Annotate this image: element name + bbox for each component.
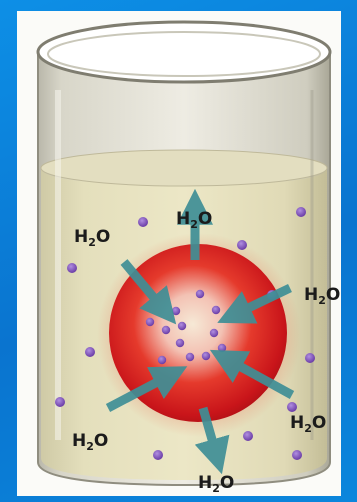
water-molecule-dot (157, 355, 167, 365)
water-molecule-dot (209, 328, 219, 338)
water-molecule-dot (185, 352, 195, 362)
hydration-arrow (120, 259, 177, 325)
hydration-arrows (105, 188, 295, 475)
water-molecule-dot (237, 240, 247, 250)
water-molecule-dot (287, 402, 297, 412)
water-molecule-dot (217, 343, 227, 353)
water-molecule-dot (153, 450, 163, 460)
beaker-rim (36, 20, 332, 84)
h2o-label: H2O (304, 285, 340, 307)
water-molecule-dot (67, 263, 77, 273)
hydration-arrow (209, 349, 295, 399)
h2o-label: H2O (74, 227, 110, 249)
liquid-surface (40, 149, 328, 187)
water-molecule-dot (201, 351, 211, 361)
water-molecule-dot (175, 338, 185, 348)
water-molecule-dot (177, 321, 187, 331)
water-molecule-dot (296, 207, 306, 217)
h2o-label: H2O (176, 209, 212, 231)
water-molecule-dot (292, 450, 302, 460)
hydration-arrow (194, 406, 230, 475)
water-molecule-dot (161, 325, 171, 335)
water-molecule-dot (85, 347, 95, 357)
water-molecule-dot (171, 306, 181, 316)
hydration-arrow (217, 283, 292, 324)
water-molecule-dot (243, 431, 253, 441)
h2o-label: H2O (198, 473, 234, 495)
water-molecule-dot (305, 353, 315, 363)
water-molecule-dot (195, 289, 205, 299)
water-molecule-dot (55, 397, 65, 407)
molecule-labels: H2O H2O H2O H2O H2O H2O (72, 209, 340, 495)
h2o-label: H2O (290, 413, 326, 435)
water-molecule-dot (138, 217, 148, 227)
water-molecule-dot (145, 317, 155, 327)
water-molecule-dot (211, 305, 221, 315)
hydration-arrow (105, 366, 188, 412)
h2o-label: H2O (72, 431, 108, 453)
